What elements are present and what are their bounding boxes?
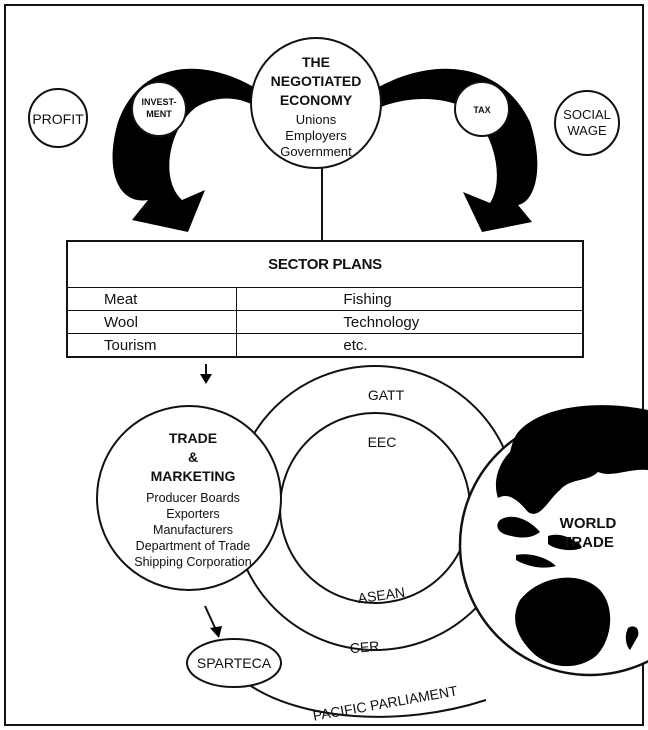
trade-member: Shipping Corporation bbox=[134, 555, 251, 569]
sparteca-label: SPARTECA bbox=[197, 655, 272, 671]
table-row: Wool Technology bbox=[66, 310, 584, 334]
eec-label: EEC bbox=[368, 434, 397, 450]
table-row: Tourism etc. bbox=[66, 333, 584, 358]
cer-label: CER bbox=[349, 638, 380, 657]
trade-member: Producer Boards bbox=[146, 491, 240, 505]
negotiated-economy-circle bbox=[250, 37, 382, 169]
trade-marketing-circle bbox=[96, 405, 282, 591]
trade-member: Exporters bbox=[166, 507, 220, 521]
tax-circle bbox=[454, 81, 510, 137]
landmass-asia-icon bbox=[495, 405, 648, 514]
gatt-label: GATT bbox=[368, 387, 405, 403]
landmass-indonesia-icon bbox=[497, 516, 582, 568]
sector-plans-table: SECTOR PLANS Meat Fishing Wool Technolog… bbox=[66, 240, 584, 358]
trade-to-sparteca-arrowhead bbox=[210, 626, 222, 638]
profit-circle bbox=[28, 88, 88, 148]
sector-to-trade-arrowhead bbox=[200, 374, 212, 384]
economy-title-line2: NEGOTIATED bbox=[271, 73, 362, 89]
investment-label-line1: INVEST- bbox=[141, 97, 176, 107]
trade-to-sparteca-line bbox=[204, 605, 217, 631]
left-curved-arrow bbox=[112, 68, 262, 232]
trade-title-line1: TRADE bbox=[169, 430, 217, 446]
landmass-nz-icon bbox=[625, 626, 639, 650]
economy-member: Employers bbox=[285, 128, 347, 143]
trade-member: Manufacturers bbox=[153, 523, 233, 537]
economy-member: Unions bbox=[296, 112, 337, 127]
sector-cell: Meat bbox=[66, 287, 238, 311]
sector-plans-title: SECTOR PLANS bbox=[66, 240, 584, 288]
outer-frame bbox=[4, 4, 644, 726]
profit-label: PROFIT bbox=[32, 111, 84, 127]
pacific-parliament-ring bbox=[247, 683, 487, 718]
landmass-australia-icon bbox=[515, 577, 611, 667]
asean-label: ASEAN bbox=[357, 584, 406, 606]
trade-member: Department of Trade bbox=[136, 539, 251, 553]
investment-label-line2: MENT bbox=[146, 109, 172, 119]
tax-label: TAX bbox=[473, 105, 490, 115]
economy-title-line3: ECONOMY bbox=[280, 92, 353, 108]
economy-member: Government bbox=[280, 144, 352, 159]
investment-circle bbox=[131, 81, 187, 137]
trade-title-line3: MARKETING bbox=[151, 468, 236, 484]
sector-cell: Fishing bbox=[236, 287, 584, 311]
sector-plans-header-row: SECTOR PLANS bbox=[66, 240, 584, 288]
sector-cell: Technology bbox=[236, 310, 584, 334]
sector-cell: Wool bbox=[66, 310, 238, 334]
sparteca-ellipse bbox=[186, 638, 282, 688]
social-wage-label-line2: WAGE bbox=[567, 123, 607, 138]
social-wage-circle bbox=[554, 90, 620, 156]
social-wage-label-line1: SOCIAL bbox=[563, 107, 611, 122]
right-curved-arrow bbox=[370, 68, 538, 232]
table-row: Meat Fishing bbox=[66, 287, 584, 311]
world-trade-line2: TRADE bbox=[562, 534, 614, 551]
trade-title-line2: & bbox=[188, 449, 198, 465]
economy-title-line1: THE bbox=[302, 54, 330, 70]
world-trade-line1: WORLD bbox=[560, 515, 617, 532]
sector-cell: Tourism bbox=[66, 333, 238, 358]
sector-cell: etc. bbox=[236, 333, 584, 358]
